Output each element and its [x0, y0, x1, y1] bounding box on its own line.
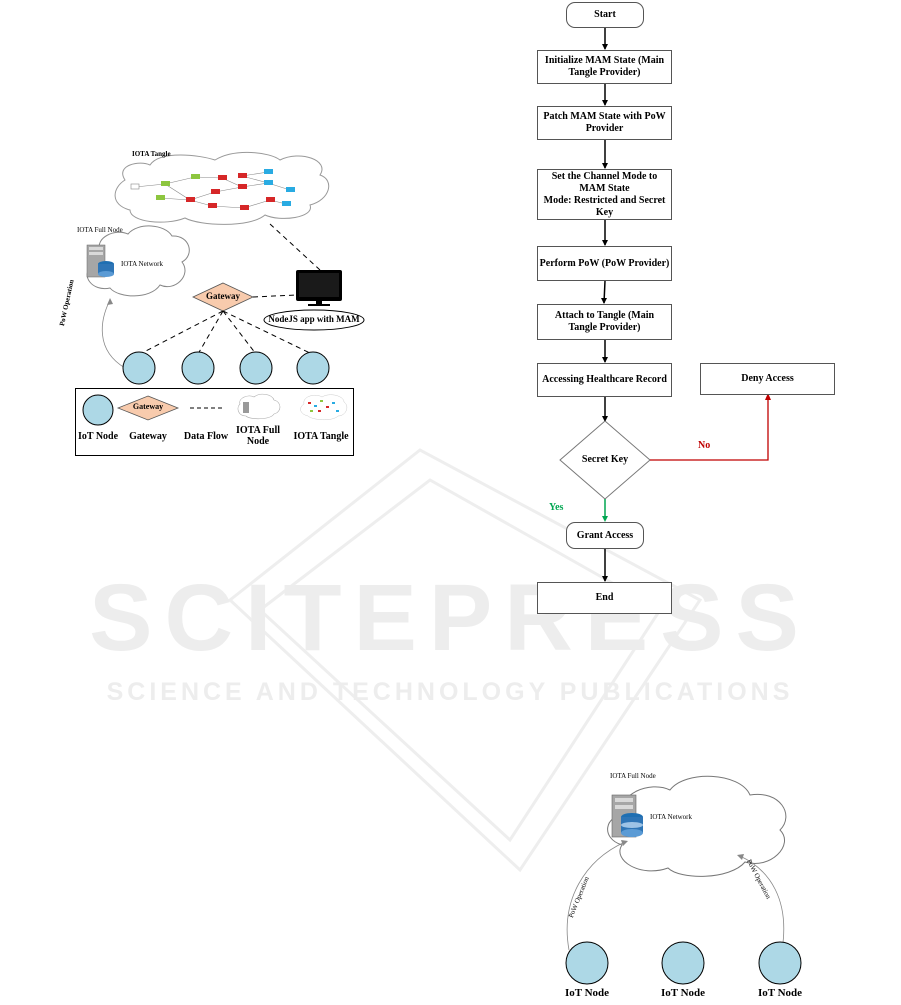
legend-gateway-shape-label: Gateway: [132, 402, 164, 411]
fig3-node-label-2: IoT Node: [660, 987, 706, 999]
step-attach: Attach to Tangle (Main Tangle Provider): [537, 304, 672, 340]
legend-tangle: IOTA Tangle: [293, 431, 349, 442]
legend-iot-node: IoT Node: [77, 431, 119, 442]
decision-label: Secret Key: [581, 454, 629, 465]
gateway-label: Gateway: [206, 291, 240, 301]
yes-label: Yes: [549, 502, 564, 513]
end-node: End: [537, 582, 672, 614]
grant-access-node: Grant Access: [566, 522, 644, 549]
tangle-title: IOTA Tangle: [132, 150, 171, 158]
step-patch: Patch MAM State with PoW Provider: [537, 106, 672, 140]
network-cloud-large: [607, 775, 787, 877]
tangle-cloud: [114, 151, 330, 225]
network-label: IOTA Network: [121, 260, 164, 268]
legend-data-flow: Data Flow: [183, 431, 229, 442]
legend-full-node: IOTA Full Node: [236, 425, 280, 447]
fig3-full-node-title: IOTA Full Node: [610, 772, 656, 780]
step-initialize: Initialize MAM State (Main Tangle Provid…: [537, 50, 672, 84]
fig3-network-label: IOTA Network: [650, 813, 693, 821]
figure1-legend: [75, 388, 354, 456]
no-label: No: [698, 440, 711, 451]
start-node: Start: [566, 2, 644, 28]
deny-access-node: Deny Access: [700, 363, 835, 395]
app-ellipse: [263, 309, 365, 331]
step-accessing-record: Accessing Healthcare Record: [537, 363, 672, 397]
fig3-node-label-3: IoT Node: [757, 987, 803, 999]
server-icon: [86, 244, 114, 278]
step-perform-pow: Perform PoW (PoW Provider): [537, 246, 672, 281]
server-icon-large: [611, 794, 643, 838]
monitor-icon: [296, 270, 342, 306]
full-node-title: IOTA Full Node: [77, 226, 123, 234]
app-label: NodeJS app with MAM: [268, 314, 360, 324]
fig3-node-label-1: IoT Node: [564, 987, 610, 999]
step-channel-mode: Set the Channel Mode to MAM State Mode: …: [537, 169, 672, 220]
legend-gateway: Gateway: [129, 431, 167, 442]
